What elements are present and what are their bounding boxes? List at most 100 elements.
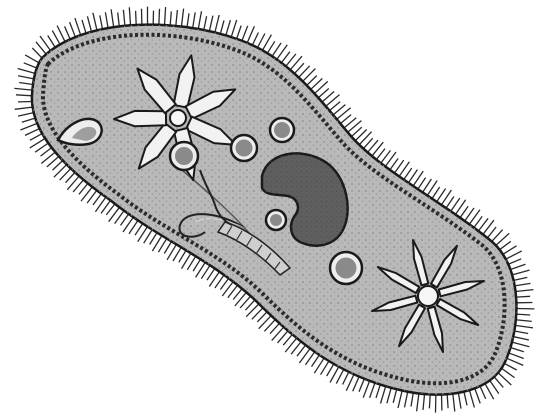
cilium [453, 394, 455, 412]
cilium [343, 372, 349, 385]
cilium [510, 348, 523, 352]
cilium [159, 9, 160, 25]
cilium [181, 9, 183, 27]
cilium [411, 393, 413, 407]
cilium [129, 7, 130, 25]
cilium [25, 55, 39, 63]
cilium [237, 26, 242, 39]
cilium [242, 26, 248, 41]
cilium [283, 335, 292, 346]
cilium [510, 264, 525, 269]
cilium [209, 16, 213, 32]
cilium [16, 95, 32, 96]
cilium [20, 123, 37, 130]
cilium [509, 353, 524, 359]
cilium [82, 20, 86, 33]
cilium [24, 63, 37, 68]
cilium [376, 385, 380, 398]
cilium [513, 337, 529, 340]
cilium [93, 194, 101, 205]
cilium [93, 13, 97, 31]
cilium [387, 388, 391, 403]
cilium [193, 259, 200, 271]
cilium [121, 214, 129, 225]
cilium [503, 246, 517, 254]
cilium [235, 292, 247, 306]
cilium [187, 13, 189, 27]
cilium [15, 107, 33, 109]
cilium [464, 392, 467, 406]
cilium [22, 118, 35, 122]
cilium [506, 251, 522, 259]
cilium [14, 88, 32, 90]
cilium [170, 11, 171, 25]
cilium [405, 392, 408, 408]
cilium [164, 241, 171, 253]
cilium [353, 377, 359, 392]
food-vacuole [270, 118, 294, 142]
cilium [123, 10, 124, 26]
cilium [105, 12, 108, 28]
food-vacuole [330, 252, 362, 284]
cilium [516, 296, 530, 297]
cilium [66, 172, 75, 182]
cilium [231, 20, 236, 37]
cilium [36, 42, 46, 54]
cilium [18, 113, 34, 116]
cilium [485, 384, 494, 400]
cilium [340, 115, 351, 124]
vacuole-center [170, 110, 186, 126]
cilium [514, 277, 528, 280]
cilium [429, 394, 430, 408]
cilium [447, 394, 448, 408]
cilium [307, 76, 317, 86]
cilium [220, 20, 224, 33]
cilium [25, 129, 40, 136]
cilium [106, 204, 115, 215]
cilium [516, 320, 532, 322]
cilium [226, 20, 231, 35]
cilium [281, 52, 290, 63]
cilium [363, 381, 369, 398]
cilium [417, 393, 419, 411]
cilium [423, 394, 425, 410]
cilium [318, 89, 328, 98]
cilium [65, 26, 71, 39]
cilium [32, 48, 42, 58]
cilium [257, 312, 267, 322]
cilium [500, 241, 511, 249]
cilium [165, 7, 166, 25]
vacuole-center [418, 286, 438, 306]
cilium [487, 227, 496, 238]
cilium [514, 331, 528, 333]
cilium [492, 230, 503, 242]
cilium [515, 325, 533, 327]
cilium [19, 83, 33, 85]
cilium [515, 283, 531, 286]
micronucleus [266, 210, 286, 230]
cilium [79, 183, 88, 194]
cilium [53, 161, 63, 171]
food-vacuole [231, 135, 257, 161]
cilium [220, 278, 228, 289]
cilium [359, 132, 371, 145]
cilium [512, 342, 529, 347]
cilium [100, 15, 103, 29]
cilium [469, 390, 474, 407]
cilium [207, 268, 215, 280]
cilium [215, 15, 219, 32]
cilium [198, 11, 201, 29]
cilium [516, 314, 530, 315]
cilium [508, 259, 521, 264]
cilium [398, 391, 402, 408]
cilium [359, 379, 364, 392]
cilium [490, 380, 499, 393]
cilium [247, 26, 254, 43]
cilium [432, 187, 440, 199]
cilium [173, 247, 181, 261]
cilium [179, 250, 186, 262]
food-vacuole [170, 142, 198, 170]
cilium [252, 33, 258, 46]
